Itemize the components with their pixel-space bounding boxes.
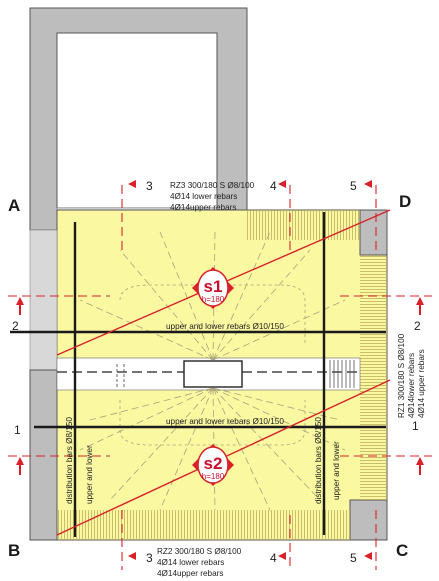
corner-label-d: D xyxy=(399,192,411,211)
rz2-upper-rebars: 4Ø14upper rebars xyxy=(157,569,223,578)
distribution-bars-right: distribution bars Ø8/150 xyxy=(314,417,323,504)
rz3-lower-rebars: 4Ø14 lower rebars xyxy=(170,192,237,201)
section-label-2-right: 2 xyxy=(414,319,421,333)
corner-label-a: A xyxy=(8,196,20,215)
section-label-1-right: 1 xyxy=(412,419,419,433)
rz3-upper-rebars: 4Ø14upper rebars xyxy=(170,203,236,212)
distribution-bars-left: distribution bars Ø8/150 xyxy=(65,417,74,504)
rz2-lower-rebars: 4Ø14 lower rebars xyxy=(157,558,224,567)
section-label-2-left: 2 xyxy=(12,319,19,333)
section-label-3-bottom: 3 xyxy=(146,551,153,565)
lower-rebar-note: upper and lower rebars Ø10/150 xyxy=(166,417,284,426)
distribution-bars-left-sub: upper and lower xyxy=(85,445,94,504)
section-label-3-top: 3 xyxy=(146,179,153,193)
slab-id-s2: s2 xyxy=(204,454,223,473)
rz3-spec: RZ3 300/180 S Ø8/100 xyxy=(170,181,255,190)
rz2-spec: RZ2 300/180 S Ø8/100 xyxy=(157,547,242,556)
corner-label-b: B xyxy=(8,541,20,560)
section-arrows xyxy=(16,180,424,560)
distribution-bars-right-sub: upper and lower xyxy=(332,441,341,500)
slab-id-s1: s1 xyxy=(204,277,223,296)
section-label-5-bottom: 5 xyxy=(350,551,357,565)
rz1-upper-rebars: 4Ø14 upper rebars xyxy=(417,349,426,418)
section-label-5-top: 5 xyxy=(350,179,357,193)
section-label-1-left: 1 xyxy=(14,423,21,437)
corner-label-c: C xyxy=(396,541,408,560)
section-cut-lines xyxy=(8,185,432,570)
radial-rebars xyxy=(79,231,346,511)
section-label-4-bottom: 4 xyxy=(270,551,277,565)
stair-opening xyxy=(56,357,361,391)
main-rebars xyxy=(10,212,386,537)
slab-badge-s1: s1 h=180 xyxy=(192,267,234,309)
rz1-spec: RZ1 300/180 S Ø8/100 xyxy=(397,333,406,418)
slab-thickness-s2: h=180 xyxy=(202,472,225,481)
beam-hatching xyxy=(57,210,387,540)
upper-rebar-note: upper and lower rebars Ø10/150 xyxy=(166,322,284,331)
section-label-4-top: 4 xyxy=(270,179,277,193)
slab-badge-s2: s2 h=180 xyxy=(192,444,234,486)
rz1-lower-rebars: 4Ø14lower rebars xyxy=(407,353,416,418)
slab-thickness-s1: h=180 xyxy=(202,295,225,304)
